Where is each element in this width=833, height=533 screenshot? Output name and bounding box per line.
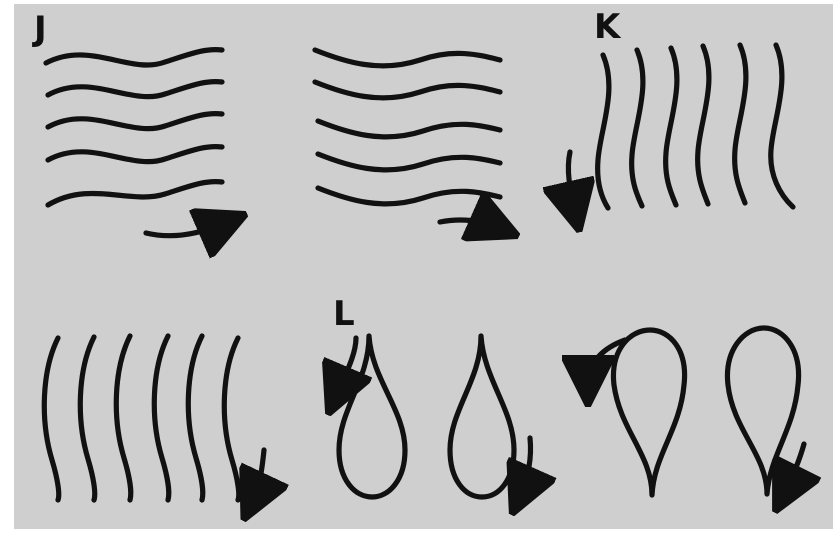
panel-label-k: K <box>594 7 622 47</box>
panel-label-l: L <box>333 294 355 334</box>
panel-label-j: J <box>32 9 47 49</box>
